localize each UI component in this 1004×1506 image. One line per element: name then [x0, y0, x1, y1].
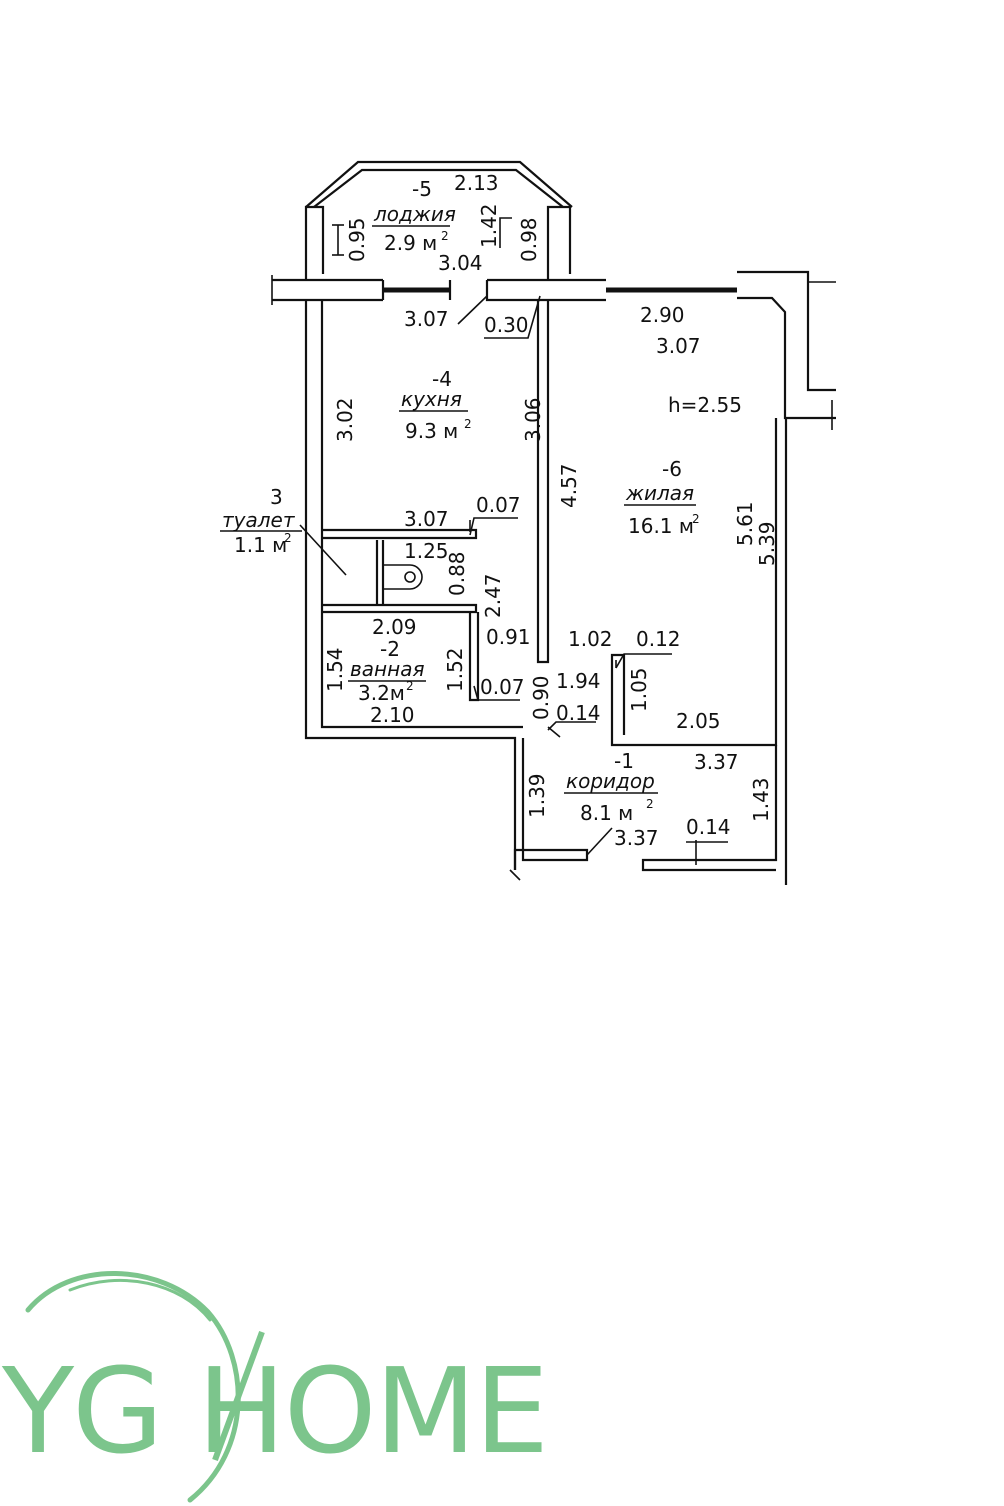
corridor-walls	[509, 726, 697, 881]
dim-0-88: 0.88	[445, 551, 469, 596]
bathroom-number: -2	[380, 637, 400, 661]
corridor-name: коридор	[566, 769, 655, 793]
dim-5-61: 5.61	[733, 501, 757, 546]
kitchen-area: 9.3 м	[405, 419, 458, 443]
dim-3-07-living: 3.07	[656, 334, 701, 358]
dim-1-94: 1.94	[556, 669, 601, 693]
dim-0-14-corridor: 0.14	[556, 701, 601, 725]
dim-1-02: 1.02	[568, 627, 613, 651]
bathroom-area: 3.2м	[358, 681, 405, 705]
living-number: -6	[662, 457, 682, 481]
loggia-area-sup: 2	[441, 229, 449, 243]
dim-1-25: 1.25	[404, 539, 449, 563]
bathroom-name: ванная	[350, 657, 424, 681]
toilet-area-sup: 2	[284, 531, 292, 545]
living-area: 16.1 м	[628, 514, 694, 538]
kitchen-living-partition	[536, 300, 550, 664]
living-area-sup: 2	[692, 512, 700, 526]
toilet-number: 3	[270, 485, 283, 509]
logo-swoosh-inner	[68, 1278, 212, 1322]
right-wall	[610, 418, 788, 885]
toilet-name: туалет	[222, 508, 296, 532]
bathroom-area-sup: 2	[406, 679, 414, 693]
dim-1-54: 1.54	[323, 647, 347, 692]
loggia-number: -5	[412, 177, 432, 201]
dim-3-37-bottom: 3.37	[614, 826, 659, 850]
dim-2-10: 2.10	[370, 703, 415, 727]
dim-0-07-top: 0.07	[476, 493, 521, 517]
wet-zone-walls	[299, 524, 480, 702]
dim-2-47: 2.47	[481, 573, 505, 618]
logo-o-slash	[212, 1330, 265, 1462]
dim-0-14-bottom: 0.14	[686, 815, 731, 839]
kitchen-name: кухня	[401, 387, 462, 411]
dim-1-52: 1.52	[443, 647, 467, 692]
dim-0-12: 0.12	[636, 627, 681, 651]
logo-swoosh	[25, 1271, 241, 1503]
dim-1-42: 1.42	[477, 203, 501, 248]
dim-0-91: 0.91	[486, 625, 531, 649]
loggia-area: 2.9 м	[384, 231, 437, 255]
ceiling-height: h=2.55	[668, 393, 742, 417]
dim-3-07-kitchen: 3.07	[404, 507, 449, 531]
loggia-walls	[304, 160, 573, 280]
left-wall	[304, 300, 523, 870]
corridor-area-sup: 2	[646, 797, 654, 811]
toilet-area: 1.1 м	[234, 533, 287, 557]
dim-1-43: 1.43	[749, 777, 773, 822]
logo-text: YG HOME	[1, 1342, 547, 1480]
dim-2-09: 2.09	[372, 615, 417, 639]
dim-3-37-top: 3.37	[694, 750, 739, 774]
loggia-name: лоджия	[373, 202, 456, 226]
dim-3-07-loggia: 3.07	[404, 307, 449, 331]
kitchen-number: -4	[432, 367, 452, 391]
top-exterior-wall	[271, 270, 836, 430]
dim-0-07-bottom: 0.07	[480, 675, 525, 699]
leader-lines	[332, 217, 728, 843]
dim-0-30: 0.30	[484, 313, 529, 337]
dim-0-98: 0.98	[517, 217, 541, 262]
corridor-number: -1	[614, 749, 634, 773]
dim-1-39: 1.39	[525, 773, 549, 818]
yg-home-logo: YG HOME	[1, 1271, 549, 1503]
kitchen-area-sup: 2	[464, 417, 472, 431]
dim-3-02: 3.02	[333, 397, 357, 442]
dim-3-04: 3.04	[438, 251, 483, 275]
dim-0-90: 0.90	[529, 675, 553, 720]
dim-3-06: 3.06	[521, 397, 545, 442]
living-name: жилая	[625, 481, 694, 505]
dim-2-90: 2.90	[640, 303, 685, 327]
dim-1-05: 1.05	[627, 667, 651, 712]
dim-4-57: 4.57	[557, 463, 581, 508]
corridor-area: 8.1 м	[580, 801, 633, 825]
dim-2-13: 2.13	[454, 171, 499, 195]
dim-5-39: 5.39	[755, 521, 779, 566]
dim-0-95: 0.95	[345, 217, 369, 262]
dim-2-05: 2.05	[676, 709, 721, 733]
